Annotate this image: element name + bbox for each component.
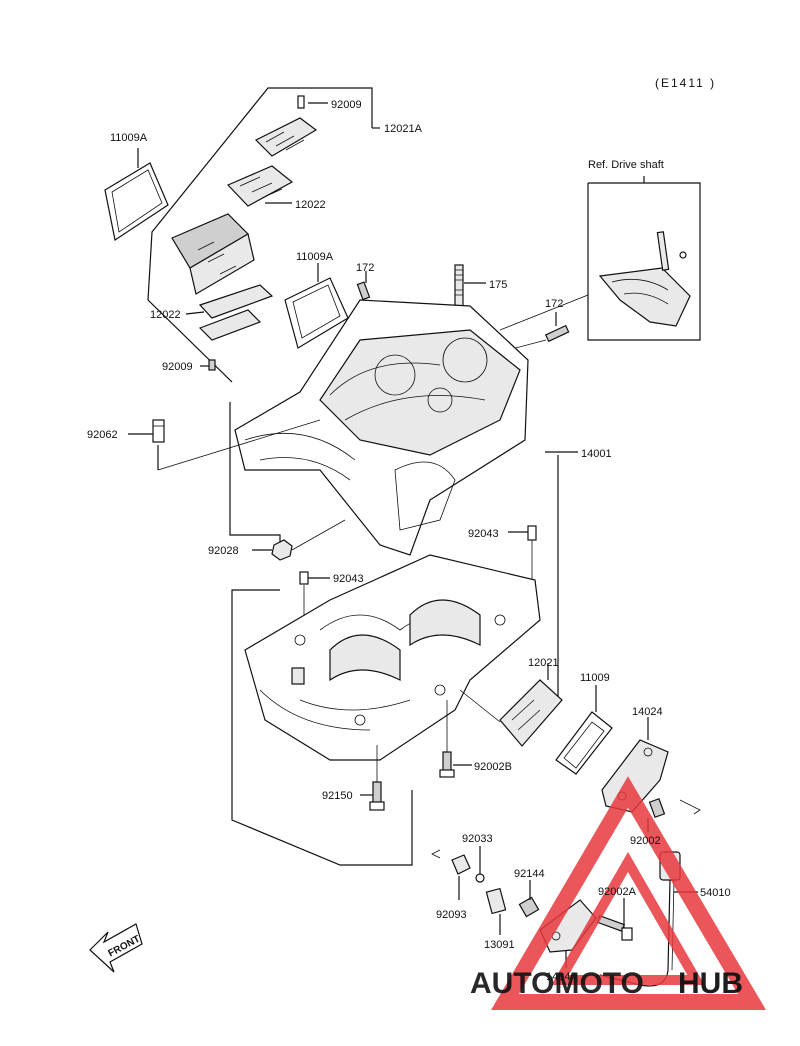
part-labels: 92009 12021A 11009A 12022 11009A 172 175… — [87, 99, 731, 983]
part-label[interactable]: 172 — [356, 262, 374, 274]
reed-petal-plate-upper[interactable] — [226, 165, 294, 207]
reed-stopper-plate-top[interactable] — [254, 117, 318, 157]
reed-valve-12021[interactable] — [499, 679, 563, 747]
screw-92009-top[interactable] — [297, 95, 305, 109]
reed-petal-plate-lower[interactable] — [198, 284, 274, 341]
washer-92033[interactable] — [475, 873, 485, 883]
stud-175[interactable] — [454, 264, 464, 311]
part-label[interactable]: 175 — [489, 279, 507, 291]
part-label[interactable]: 12022 — [150, 309, 181, 321]
part-label[interactable]: 92002B — [474, 761, 512, 773]
watermark-logo: AUTOMOTO HUB — [470, 776, 767, 1010]
front-arrow-icon — [89, 923, 143, 973]
ref-drive-shaft-box — [499, 176, 701, 341]
ref-drive-shaft-title: Ref. Drive shaft — [588, 159, 664, 171]
bolt-92002b[interactable] — [439, 751, 455, 778]
part-label[interactable]: 92144 — [514, 868, 545, 880]
part-label[interactable]: 14001 — [581, 448, 612, 460]
part-label[interactable]: 11009A — [296, 251, 334, 263]
part-label[interactable]: 54010 — [700, 887, 731, 899]
gasket-11009a-left[interactable] — [104, 162, 169, 241]
part-label[interactable]: 92028 — [208, 545, 239, 557]
part-label[interactable]: 13091 — [484, 939, 515, 951]
reed-valve-group-outline — [147, 87, 380, 383]
part-label[interactable]: 92062 — [87, 429, 118, 441]
part-label[interactable]: 92009 — [331, 99, 362, 111]
part-label[interactable]: 11009 — [580, 672, 610, 684]
part-label[interactable]: 92150 — [322, 790, 353, 802]
upper-crankcase[interactable] — [229, 299, 529, 556]
part-label[interactable]: 92009 — [162, 361, 193, 373]
plug-92028[interactable] — [271, 539, 293, 561]
part-label[interactable]: 92002A — [598, 886, 637, 898]
lower-crankcase[interactable] — [231, 554, 541, 866]
part-label[interactable]: 12022 — [295, 199, 326, 211]
screw-92009-bottom[interactable] — [208, 359, 216, 371]
part-label[interactable]: 92043 — [333, 573, 364, 585]
part-label[interactable]: 14024 — [632, 706, 663, 718]
part-label[interactable]: 92093 — [436, 909, 467, 921]
bolt-92150[interactable] — [369, 781, 385, 811]
diagram-code: (E1411 ) — [655, 76, 716, 90]
dowel-92043-left[interactable] — [299, 571, 309, 585]
watermark-text-automoto: AUTOMOTO — [470, 967, 644, 1000]
bolt-92002[interactable] — [648, 798, 666, 818]
part-label[interactable]: 92002 — [630, 835, 661, 847]
dowel-92062[interactable] — [152, 419, 165, 443]
part-label[interactable]: 172 — [545, 298, 563, 310]
part-label[interactable]: 14044 — [546, 971, 577, 983]
stud-172-right[interactable] — [544, 324, 570, 343]
part-label[interactable]: 92043 — [468, 528, 499, 540]
bolt-92002a[interactable] — [596, 914, 633, 941]
gasket-11009[interactable] — [555, 711, 613, 775]
part-label[interactable]: 92033 — [462, 833, 493, 845]
watermark-text-hub: HUB — [678, 967, 743, 1000]
nipple-92093[interactable] — [451, 854, 471, 875]
part-label[interactable]: 12021 — [528, 657, 559, 669]
plug-13091[interactable] — [485, 887, 507, 915]
part-label[interactable]: 12021A — [384, 123, 423, 135]
stud-172-left[interactable] — [356, 281, 371, 301]
nipple-92144[interactable] — [518, 896, 540, 918]
dowel-92043-right[interactable] — [527, 525, 537, 541]
part-label[interactable]: 11009A — [110, 132, 148, 144]
reed-valve-block[interactable] — [171, 213, 255, 295]
